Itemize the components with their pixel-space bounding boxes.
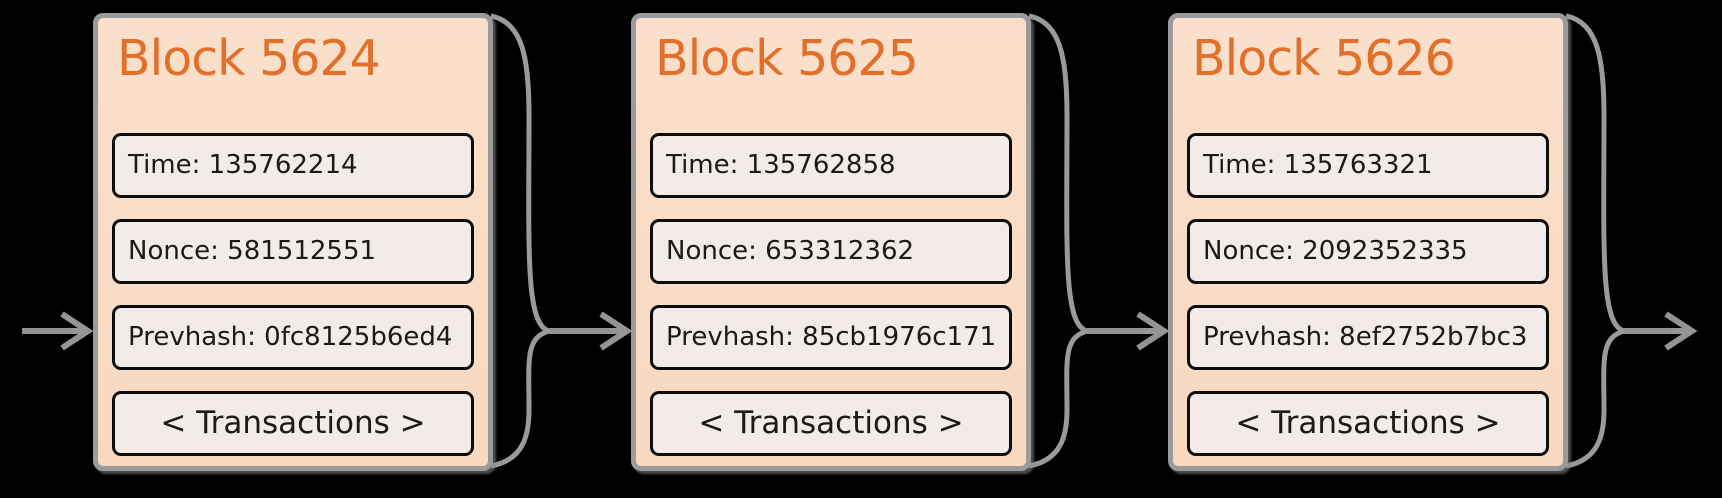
block-fields: Time: 135763321 Nonce: 2092352335 Prevha… [1180,132,1556,456]
field-prevhash: Prevhash: 85cb1976c171 [650,304,1012,370]
transactions-button[interactable]: < Transactions > [1187,390,1549,456]
field-prevhash: Prevhash: 8ef2752b7bc3 [1187,304,1549,370]
block-title: Block 5624 [117,30,381,87]
transactions-button[interactable]: < Transactions > [112,390,474,456]
outgoing-arrow-icon [1565,13,1698,469]
field-time: Time: 135762214 [112,132,474,198]
block-connector-icon [1028,13,1170,469]
block-card: Block 5626 Time: 135763321 Nonce: 209235… [1168,13,1568,471]
block-title: Block 5626 [1192,30,1456,87]
field-nonce: Nonce: 2092352335 [1187,218,1549,284]
field-nonce: Nonce: 653312362 [650,218,1012,284]
field-time: Time: 135762858 [650,132,1012,198]
field-nonce: Nonce: 581512551 [112,218,474,284]
field-time: Time: 135763321 [1187,132,1549,198]
block-card: Block 5625 Time: 135762858 Nonce: 653312… [631,13,1031,471]
block-fields: Time: 135762214 Nonce: 581512551 Prevhas… [105,132,481,456]
block-title: Block 5625 [655,30,919,87]
field-prevhash: Prevhash: 0fc8125b6ed4 [112,304,474,370]
block-fields: Time: 135762858 Nonce: 653312362 Prevhas… [643,132,1019,456]
incoming-arrow-icon [22,311,94,351]
block-connector-icon [490,13,633,469]
transactions-button[interactable]: < Transactions > [650,390,1012,456]
block-card: Block 5624 Time: 135762214 Nonce: 581512… [93,13,493,471]
